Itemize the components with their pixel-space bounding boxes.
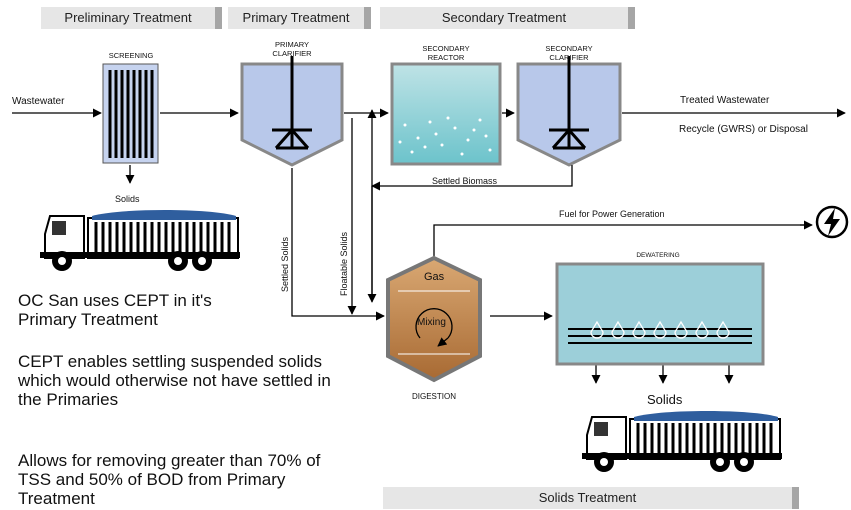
wastewater-label: Wastewater bbox=[12, 96, 65, 107]
mixing-label: Mixing bbox=[417, 317, 446, 328]
truck-icon bbox=[582, 411, 782, 472]
note-cept-primary: OC San uses CEPT in it's Primary Treatme… bbox=[18, 291, 212, 329]
secondary-clarifier-label-line2: CLARIFIER bbox=[549, 53, 589, 62]
settled-biomass-label: Settled Biomass bbox=[432, 176, 498, 186]
flow-lines bbox=[12, 108, 846, 384]
stage-preliminary: Preliminary Treatment bbox=[41, 7, 222, 29]
recycle-label: Recycle (GWRS) or Disposal bbox=[679, 124, 808, 135]
secondary-clarifier-label-line1: SECONDARY bbox=[545, 44, 593, 53]
secondary-clarifier bbox=[516, 56, 622, 167]
stage-solids: Solids Treatment bbox=[383, 487, 799, 509]
truck-icon bbox=[40, 210, 240, 271]
primary-clarifier bbox=[240, 56, 344, 167]
solids-top-label: Solids bbox=[115, 194, 140, 204]
secondary-reactor bbox=[390, 62, 502, 166]
gas-label: Gas bbox=[424, 271, 445, 283]
stage-primary: Primary Treatment bbox=[228, 7, 371, 29]
note-cept-settling: CEPT enables settling suspended solids w… bbox=[18, 352, 331, 409]
digestion-label: DIGESTION bbox=[411, 392, 457, 401]
secondary-reactor-label: SECONDARY REACTOR bbox=[422, 44, 469, 62]
settled-solids-label: Settled Solids bbox=[280, 236, 290, 292]
secondary-reactor-label-line1: SECONDARY bbox=[422, 44, 470, 53]
note-removal: Allows for removing greater than 70% of … bbox=[18, 451, 321, 508]
power-generation-icon bbox=[815, 205, 849, 239]
treated-wastewater-label: Treated Wastewater bbox=[680, 95, 770, 106]
primary-clarifier-label-line2: CLARIFIER bbox=[272, 49, 312, 58]
dewatering-label: DEWATERING bbox=[636, 252, 680, 259]
screening-label: SCREENING bbox=[108, 51, 154, 60]
fuel-label: Fuel for Power Generation bbox=[559, 209, 665, 219]
screening-unit bbox=[102, 63, 159, 164]
secondary-clarifier-label: SECONDARY CLARIFIER bbox=[545, 44, 592, 62]
primary-clarifier-label-line1: PRIMARY bbox=[274, 40, 310, 49]
floatable-solids-label: Floatable Solids bbox=[339, 231, 349, 296]
digester bbox=[386, 255, 482, 383]
stage-secondary: Secondary Treatment bbox=[380, 7, 635, 29]
dewatering-unit bbox=[555, 262, 765, 366]
solids-bottom-label: Solids bbox=[647, 392, 683, 407]
primary-clarifier-label: PRIMARY CLARIFIER bbox=[272, 40, 311, 58]
secondary-reactor-label-line2: REACTOR bbox=[427, 53, 465, 62]
